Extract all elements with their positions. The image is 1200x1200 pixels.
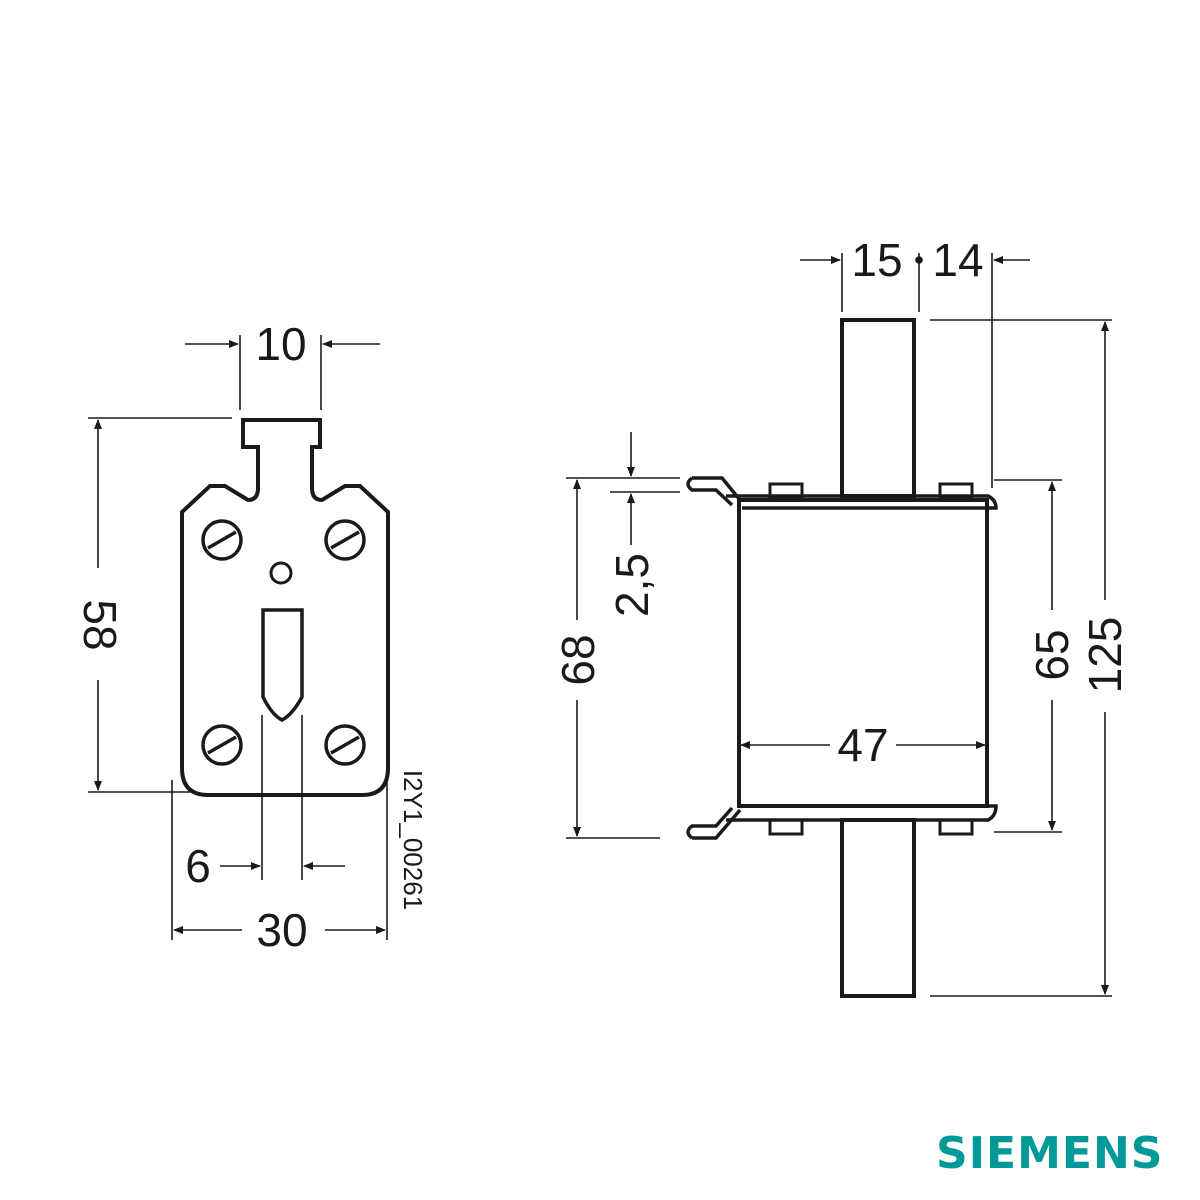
dim-total-length: 125 [1079, 617, 1131, 694]
top-left-contact-tab [686, 476, 742, 507]
dim-body-width: 47 [837, 719, 888, 771]
screw-icon [324, 519, 366, 561]
dim-contact-thickness: 2,5 [606, 553, 658, 617]
drawing-code: I2Y1_00261 [398, 770, 428, 910]
fuse-plate-outline [180, 418, 390, 797]
dim-blade-width: 15 [851, 234, 902, 286]
dim-slot-width: 6 [185, 840, 211, 892]
siemens-logo: SIEMENS [936, 1128, 1164, 1179]
indicator-hole [269, 561, 293, 585]
slot [261, 608, 304, 722]
upper-blade [840, 318, 916, 498]
dim-blade-offset: 14 [932, 234, 983, 286]
dim-contact-height: 68 [552, 634, 604, 685]
dim-plate-width: 30 [256, 904, 307, 956]
dim-body-height: 65 [1026, 629, 1078, 680]
front-view [88, 335, 390, 940]
bottom-left-contact-tab [686, 806, 742, 840]
screw-icon [201, 724, 243, 766]
side-view [566, 253, 1112, 998]
lower-blade [840, 818, 916, 998]
screw-icon [201, 519, 243, 561]
screw-icon [324, 724, 366, 766]
dim-tab-width: 10 [255, 318, 306, 370]
dim-plate-height: 58 [74, 599, 126, 650]
